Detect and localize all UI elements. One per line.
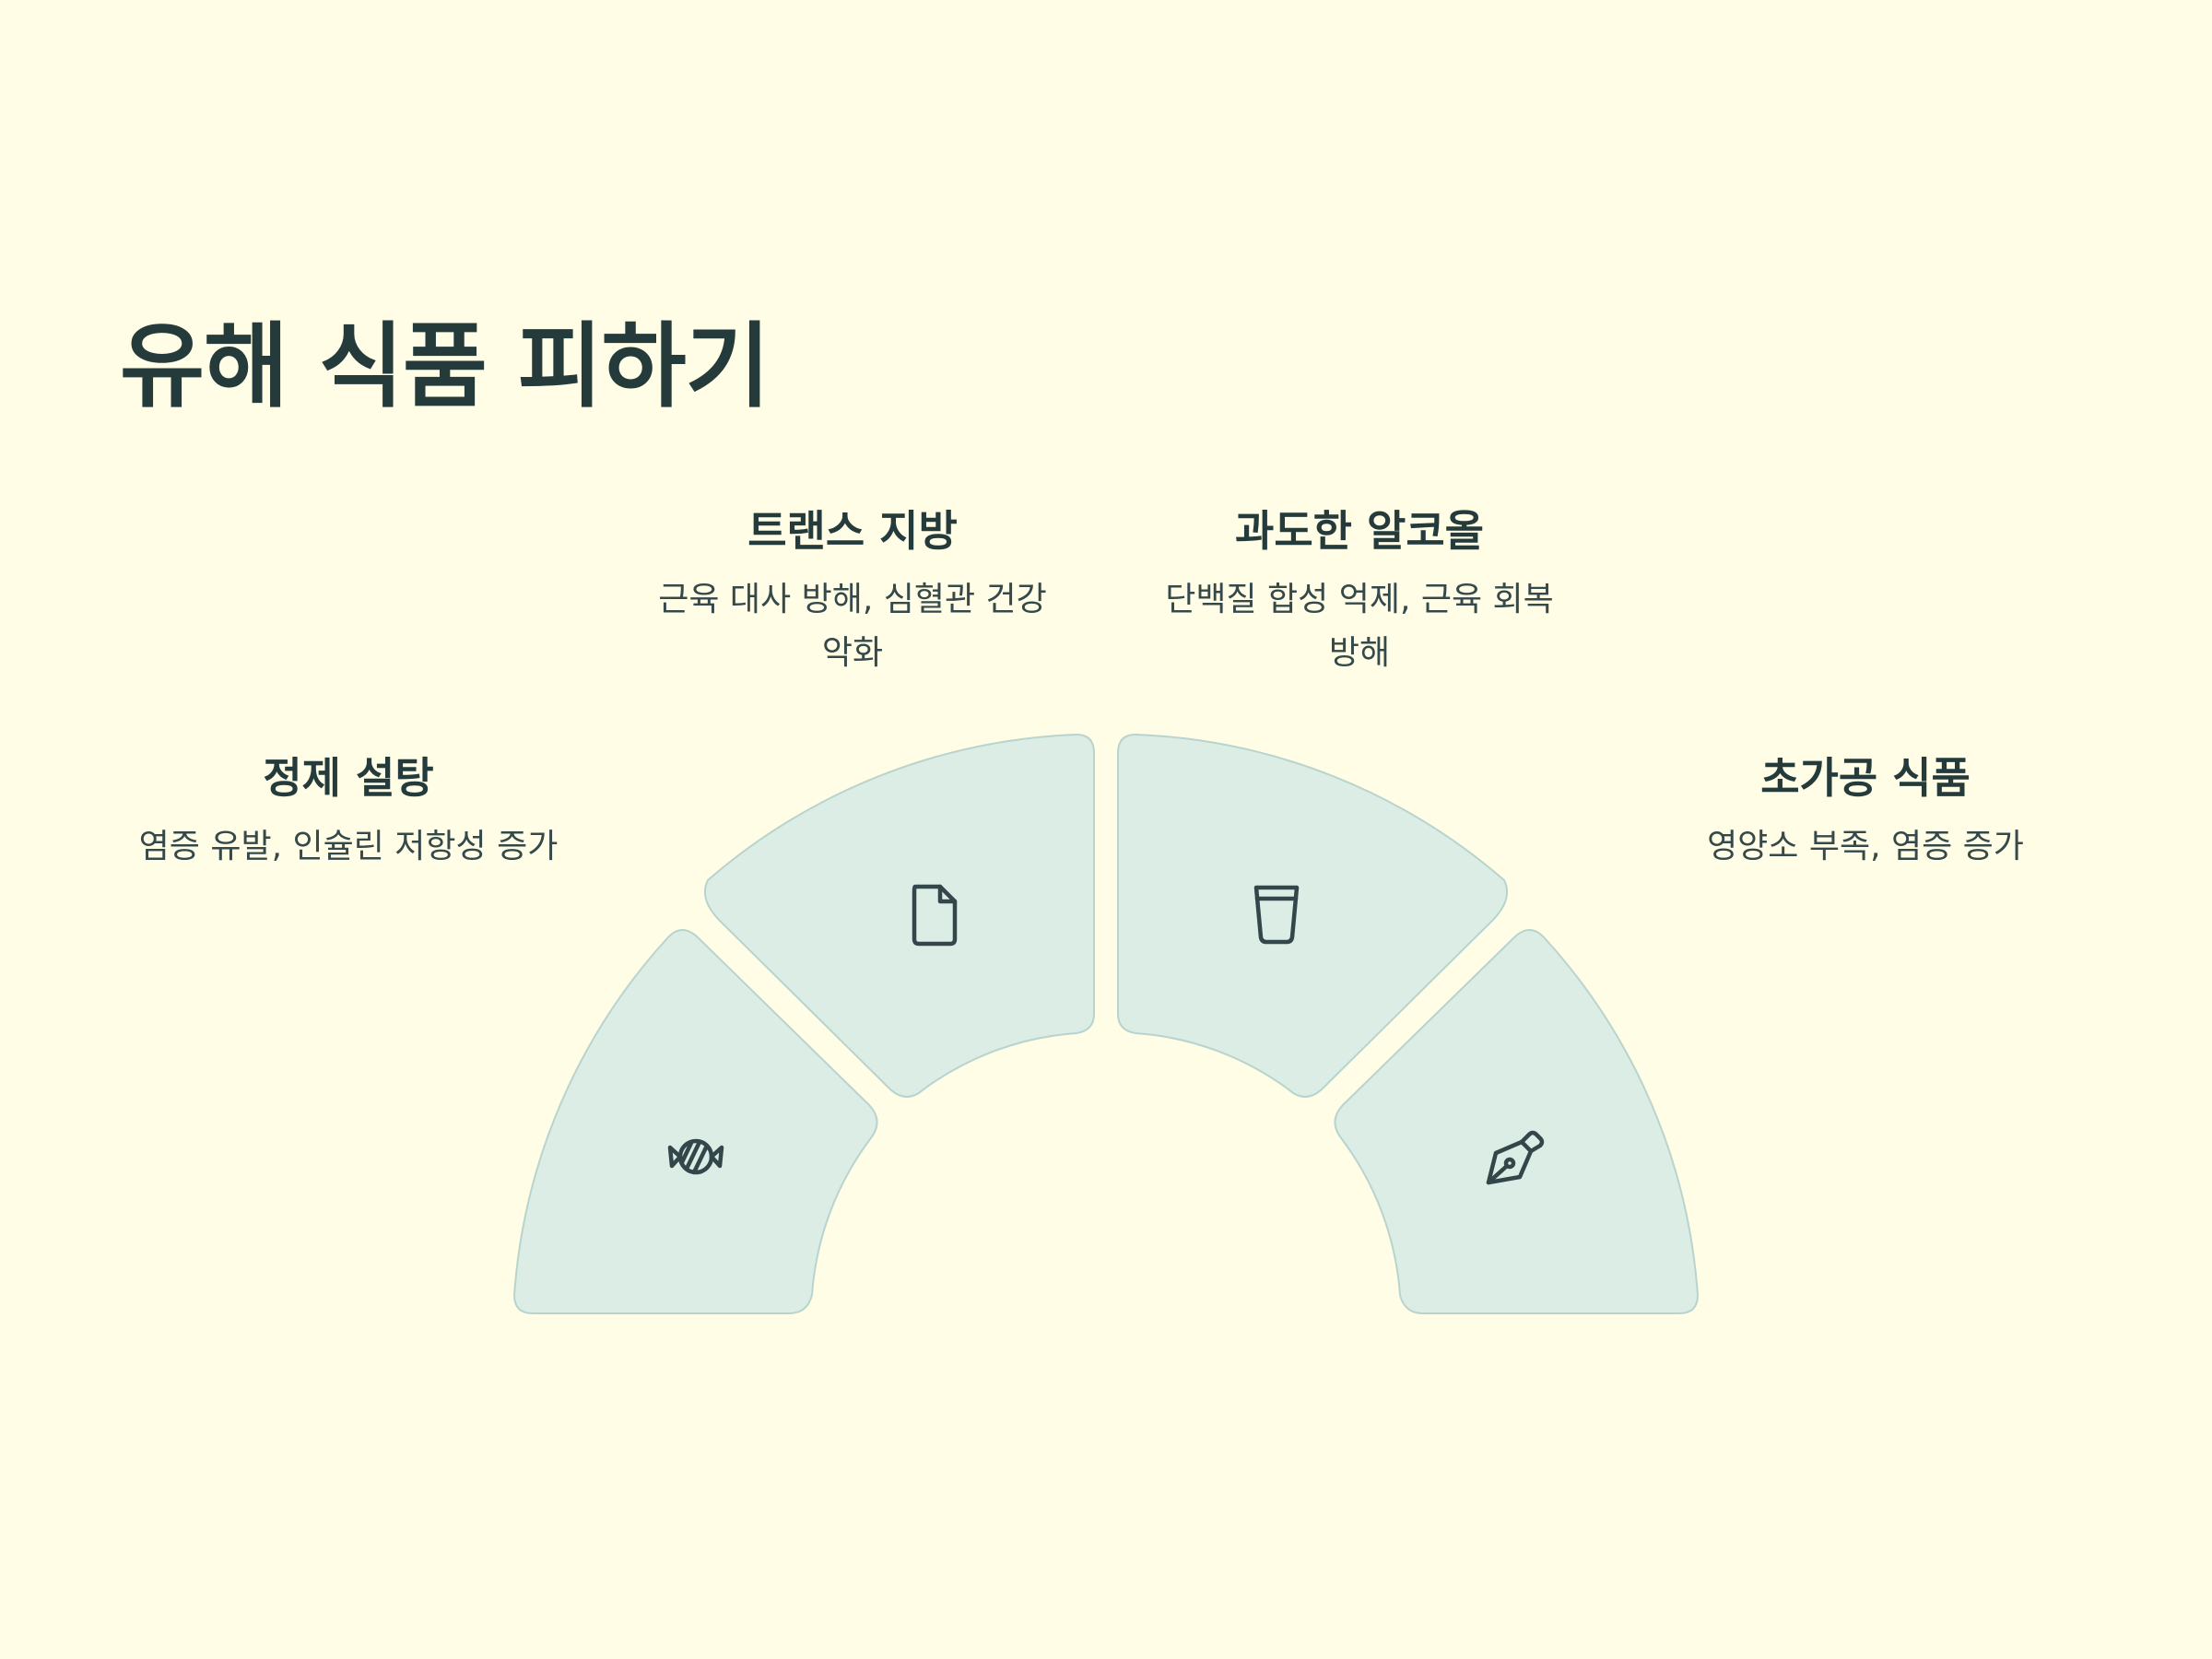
- cup-icon: [1253, 885, 1300, 945]
- item-description: 단백질 합성 억제, 근육 회복 방해: [1165, 581, 1554, 672]
- item-title: 과도한 알코올: [1235, 506, 1484, 556]
- item-title: 초가공 식품: [1760, 753, 1971, 803]
- segment-shape: [1334, 929, 1700, 1314]
- item-description: 영양소 부족, 염증 증가: [1707, 828, 2024, 865]
- item-label-ultra-processed-food: 초가공 식품 영양소 부족, 염증 증가: [1617, 748, 2114, 874]
- item-description: 염증 유발, 인슐린 저항성 증가: [138, 828, 559, 865]
- segment-shape: [1117, 733, 1508, 1098]
- item-label-refined-sugar: 정제 설탕 염증 유발, 인슐린 저항성 증가: [100, 748, 597, 874]
- segment-ultra-processed-food: [1334, 929, 1700, 1314]
- item-label-trans-fat: 트랜스 지방 근육 대사 방해, 심혈관 건강 악화: [604, 501, 1101, 680]
- segment-shape: [704, 733, 1095, 1098]
- segment-shape: [512, 929, 878, 1314]
- page-title: 유해 식품 피하기: [120, 312, 771, 420]
- segment-trans-fat: [704, 733, 1095, 1098]
- item-description: 근육 대사 방해, 심혈관 건강 악화: [658, 581, 1047, 672]
- segment-excess-alcohol: [1117, 733, 1508, 1098]
- item-title: 트랜스 지방: [747, 506, 958, 556]
- candy-icon: [667, 1138, 724, 1175]
- pen-nib-icon: [1486, 1130, 1545, 1185]
- item-label-excess-alcohol: 과도한 알코올 단백질 합성 억제, 근육 회복 방해: [1111, 501, 1608, 680]
- segment-refined-sugar: [512, 929, 878, 1314]
- item-title: 정제 설탕: [263, 753, 434, 803]
- file-icon: [912, 884, 958, 947]
